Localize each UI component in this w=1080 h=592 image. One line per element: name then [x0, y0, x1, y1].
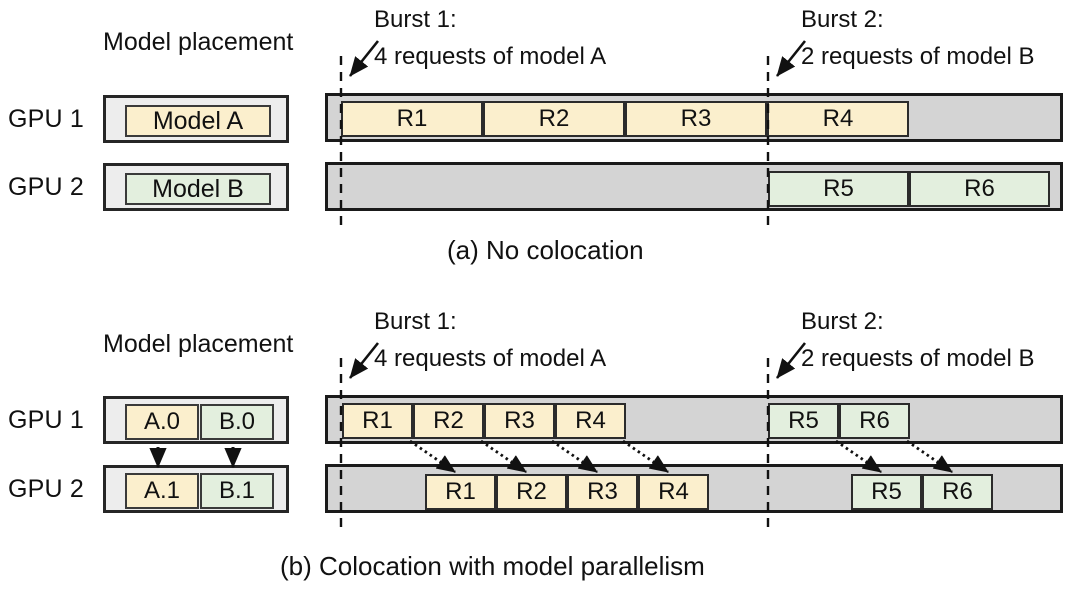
panel-a-gpu2-block-r5: R5: [768, 171, 909, 207]
panel-b-burst1-detail: 4 requests of model A: [374, 345, 607, 372]
panel-a-gpu1-block-r4: R4: [767, 101, 909, 137]
panel-b-gpu2-placement-box: A.1 B.1: [103, 465, 289, 513]
panel-a-gpu1-block-r3: R3: [625, 101, 767, 137]
panel-b-gpu2-block-r6: R6: [922, 474, 993, 510]
panel-b-gpu2-block-r2: R2: [496, 474, 567, 510]
panel-a-burst2-title: Burst 2:: [801, 6, 884, 33]
panel-a-gpu1-placement-box: Model A: [103, 95, 289, 143]
panel-a-gpu1-block-r1: R1: [341, 101, 483, 137]
panel-b-gpu1-block-r5: R5: [768, 403, 839, 439]
panel-b-gpu2-label: GPU 2: [8, 475, 85, 503]
panel-a-burst1-title: Burst 1:: [374, 6, 457, 33]
panel-a-gpu1-label: GPU 1: [8, 105, 85, 133]
panel-b-burst1-title: Burst 1:: [374, 308, 457, 335]
panel-b-chip-a1: A.1: [125, 473, 199, 509]
panel-a-gpu1-timeline-bar: R1 R2 R3 R4: [325, 93, 1063, 142]
panel-a-chip-model-b: Model B: [125, 173, 271, 205]
panel-b-gpu2-timeline-bar: R1 R2 R3 R4 R5 R6: [325, 464, 1063, 513]
panel-a-chip-model-a: Model A: [125, 105, 271, 137]
panel-b-gpu1-timeline-bar: R1 R2 R3 R4 R5 R6: [325, 395, 1063, 444]
panel-b-gpu1-label: GPU 1: [8, 406, 85, 434]
panel-a-burst2-detail: 2 requests of model B: [801, 43, 1035, 70]
panel-b-chip-b0: B.0: [200, 404, 274, 440]
panel-b-chip-b1: B.1: [200, 473, 274, 509]
panel-b-gpu2-block-r1: R1: [425, 474, 496, 510]
panel-b-burst2-title: Burst 2:: [801, 308, 884, 335]
panel-b-gpu1-block-r4: R4: [555, 403, 626, 439]
panel-a-gpu2-placement-box: Model B: [103, 163, 289, 211]
panel-b-gpu1-placement-box: A.0 B.0: [103, 396, 289, 444]
panel-a-gpu2-timeline-bar: R5 R6: [325, 162, 1063, 211]
panel-a-gpu1-block-r2: R2: [483, 101, 625, 137]
panel-a-caption: (a) No colocation: [447, 235, 644, 265]
panel-b-gpu1-block-r2: R2: [413, 403, 484, 439]
panel-b-caption: (b) Colocation with model parallelism: [280, 551, 705, 581]
panel-a-burst1-detail: 4 requests of model A: [374, 43, 607, 70]
panel-a-gpu2-label: GPU 2: [8, 173, 85, 201]
panel-b-gpu2-block-r4: R4: [638, 474, 709, 510]
panel-b-model-placement-title: Model placement: [103, 330, 294, 358]
panel-b-burst2-detail: 2 requests of model B: [801, 345, 1035, 372]
panel-a-model-placement-title: Model placement: [103, 28, 294, 56]
panel-b-gpu1-block-r1: R1: [342, 403, 413, 439]
panel-b-chip-a0: A.0: [125, 404, 199, 440]
panel-b-gpu1-block-r3: R3: [484, 403, 555, 439]
panel-b-gpu1-block-r6: R6: [839, 403, 910, 439]
panel-b-gpu2-block-r5: R5: [851, 474, 922, 510]
panel-b-gpu2-block-r3: R3: [567, 474, 638, 510]
panel-a-gpu2-block-r6: R6: [909, 171, 1050, 207]
